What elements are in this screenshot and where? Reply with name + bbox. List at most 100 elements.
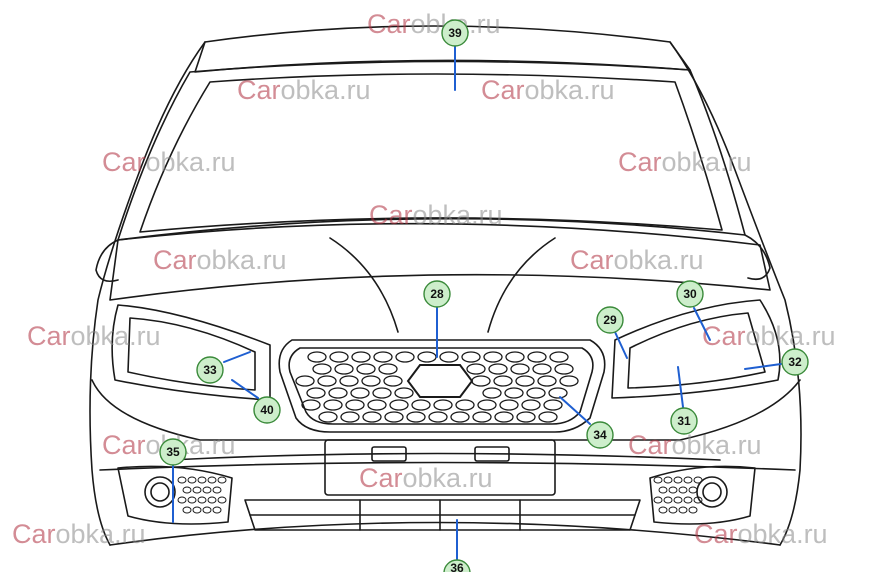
leader-31 [677, 366, 684, 408]
mesh-cell [301, 399, 321, 411]
watermark: Carobka.ru [12, 519, 146, 549]
watermark: Carobka.ru [628, 430, 762, 460]
mesh-cell [207, 476, 217, 484]
leader-29 [614, 331, 628, 359]
mesh-cell [516, 411, 536, 423]
mesh-cell [483, 351, 503, 363]
mesh-cell [384, 411, 404, 423]
mesh-cell [693, 476, 703, 484]
callout-badges: 39 28 29 30 32 31 34 33 40 35 36 [159, 19, 809, 572]
right-fog-housing [649, 465, 756, 525]
mesh-cell [197, 496, 207, 504]
callout-30: 30 [676, 280, 704, 308]
mesh-cell [499, 399, 519, 411]
callout-33: 33 [196, 356, 224, 384]
mesh-cell [217, 476, 227, 484]
callout-39: 39 [441, 19, 469, 47]
mesh-cell [356, 363, 376, 375]
mesh-cell [395, 351, 415, 363]
mesh-cell [372, 387, 392, 399]
fog-mesh-right [653, 476, 703, 514]
leader-30 [693, 307, 711, 341]
svg-text:40: 40 [260, 403, 274, 417]
windshield-glass [139, 73, 723, 233]
right-fog-light [696, 476, 728, 508]
mesh-cell [450, 411, 470, 423]
svg-text:32: 32 [788, 355, 802, 369]
left-fog-housing [117, 465, 233, 525]
mesh-cell [673, 496, 683, 504]
svg-text:34: 34 [593, 428, 607, 442]
mesh-cell [177, 496, 187, 504]
mesh-cell [439, 351, 459, 363]
mesh-cell [537, 375, 557, 387]
leader-32 [744, 363, 782, 370]
callout-32: 32 [781, 348, 809, 376]
callout-28: 28 [423, 280, 451, 308]
mesh-cell [318, 411, 338, 423]
mesh-cell [212, 506, 222, 514]
svg-text:28: 28 [430, 287, 444, 301]
grille-logo [406, 364, 474, 398]
mesh-cell [510, 363, 530, 375]
mesh-cell [202, 506, 212, 514]
svg-text:30: 30 [683, 287, 697, 301]
watermark: Carobka.ru [369, 200, 503, 230]
grille-outer [278, 339, 606, 433]
mesh-cell [663, 496, 673, 504]
mesh-cell [668, 486, 678, 494]
right-body-side [669, 41, 802, 546]
svg-text:33: 33 [203, 363, 217, 377]
mesh-cell [394, 387, 414, 399]
callout-31: 31 [670, 407, 698, 435]
mesh-cell [488, 363, 508, 375]
mesh-cell [350, 387, 370, 399]
mesh-cell [207, 496, 217, 504]
mesh-cell [361, 375, 381, 387]
mesh-cell [389, 399, 409, 411]
mesh-cell [192, 506, 202, 514]
mesh-cell [658, 486, 668, 494]
mesh-cell [182, 486, 192, 494]
watermark: Carobka.ru [702, 321, 836, 351]
grille-inner [288, 347, 594, 425]
hood-crease-right [487, 237, 556, 333]
mesh-cell [295, 375, 315, 387]
mesh-cell [345, 399, 365, 411]
left-mirror [95, 239, 119, 283]
mesh-cell [477, 399, 497, 411]
right-headlight [611, 299, 781, 399]
watermark: Carobka.ru [102, 147, 236, 177]
watermark: Carobka.ru [481, 75, 615, 105]
mesh-cell [340, 411, 360, 423]
mesh-cell [373, 351, 393, 363]
mesh-cell [317, 375, 337, 387]
mesh-cell [548, 387, 568, 399]
watermark: Carobka.ru [153, 245, 287, 275]
mesh-cell [307, 351, 327, 363]
mesh-cell [688, 486, 698, 494]
watermark: Carobka.ru [237, 75, 371, 105]
mesh-cell [663, 476, 673, 484]
mesh-cell [212, 486, 222, 494]
callout-40: 40 [253, 396, 281, 424]
leader-33 [223, 351, 251, 363]
mesh-cell [549, 351, 569, 363]
mesh-cell [329, 351, 349, 363]
mesh-cell [455, 399, 475, 411]
mesh-cell [383, 375, 403, 387]
watermark: Carobka.ru [359, 463, 493, 493]
mesh-cell [493, 375, 513, 387]
mesh-cell [351, 351, 371, 363]
leader-34 [559, 396, 591, 425]
mesh-cell [494, 411, 514, 423]
plate-slot-left [371, 446, 407, 462]
mesh-cell [378, 363, 398, 375]
mesh-cell [521, 399, 541, 411]
mesh-cell [428, 411, 448, 423]
mesh-cell [653, 496, 663, 504]
bumper-lower-line [99, 461, 796, 471]
watermark: Carobka.ru [27, 321, 161, 351]
svg-text:36: 36 [450, 561, 464, 572]
mesh-cell [466, 363, 486, 375]
